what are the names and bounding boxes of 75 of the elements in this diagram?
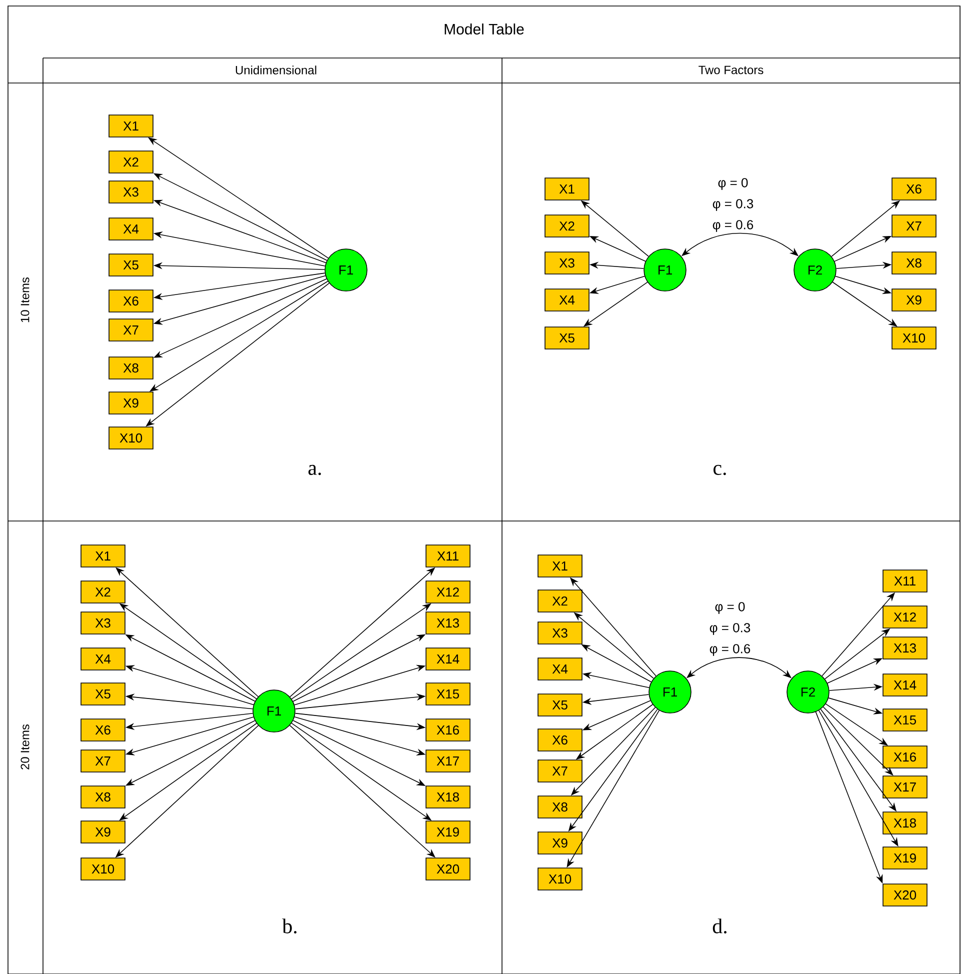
item-box: X19 [882, 846, 928, 870]
item-box: X13 [882, 636, 928, 660]
item-box: X3 [538, 622, 582, 644]
item-box: X9 [892, 288, 936, 312]
item-box: X7 [80, 750, 126, 772]
item-box: X2 [538, 590, 582, 612]
item-box: X16 [882, 746, 928, 768]
item-box: X15 [882, 708, 928, 732]
panel-label: a. [308, 464, 321, 476]
item-box: X12 [426, 580, 470, 604]
item-box: X2 [544, 214, 590, 238]
item-box: X13 [426, 612, 470, 634]
item-box: X8 [108, 356, 154, 380]
item-box: X9 [108, 392, 154, 414]
correlation-label: φ = 0.3 [712, 199, 754, 211]
item-box: X12 [882, 606, 928, 628]
item-box: X7 [538, 760, 582, 782]
item-box: X7 [108, 318, 154, 342]
correlation-label: φ = 0 [715, 602, 745, 614]
item-box: X5 [544, 326, 590, 350]
item-box: X4 [80, 648, 126, 670]
item-box: X3 [80, 612, 126, 634]
item-box: X2 [108, 150, 154, 174]
item-box: X8 [80, 786, 126, 808]
panel-label: b. [282, 918, 296, 934]
item-box: X20 [426, 858, 470, 880]
item-box: X3 [544, 252, 590, 274]
correlation-label: φ = 0 [718, 178, 748, 190]
item-box: X4 [544, 288, 590, 312]
panel-label: d. [712, 918, 726, 934]
item-box: X2 [80, 580, 126, 604]
item-box: X1 [108, 114, 154, 138]
item-box: X1 [538, 554, 582, 578]
item-box: X9 [80, 820, 126, 844]
correlation-label: φ = 0.3 [710, 623, 750, 635]
item-box: X8 [892, 252, 936, 274]
item-box: X5 [538, 694, 582, 716]
item-box: X10 [108, 426, 154, 450]
row-header: 10 Items [20, 277, 30, 322]
item-box: X8 [538, 796, 582, 818]
table-title: Model Table [444, 24, 524, 34]
correlation-label: φ = 0.6 [712, 220, 754, 232]
item-box: X19 [426, 820, 470, 844]
item-box: X16 [426, 718, 470, 742]
item-box: X17 [426, 750, 470, 772]
item-box: X10 [80, 858, 126, 880]
item-box: X4 [538, 658, 582, 680]
item-box: X6 [108, 290, 154, 312]
item-box: X6 [892, 178, 936, 200]
item-box: X4 [108, 218, 154, 240]
item-box: X18 [882, 812, 928, 834]
column-header: Unidimensional [236, 66, 316, 74]
item-box: X10 [892, 326, 936, 350]
item-box: X14 [426, 648, 470, 670]
item-box: X14 [882, 674, 928, 696]
item-box: X11 [426, 544, 470, 568]
item-box: X3 [108, 180, 154, 204]
item-box: X7 [892, 214, 936, 238]
row-header: 20 Items [20, 724, 30, 770]
panel-label: c. [714, 464, 726, 476]
item-box: X1 [80, 544, 126, 568]
item-box: X6 [80, 718, 126, 742]
item-box: X6 [538, 728, 582, 752]
item-box: X9 [538, 832, 582, 854]
column-header: Two Factors [698, 66, 764, 74]
item-box: X11 [882, 570, 928, 592]
item-box: X5 [108, 254, 154, 276]
item-box: X15 [426, 682, 470, 706]
item-box: X5 [80, 682, 126, 706]
correlation-label: φ = 0.6 [710, 644, 750, 656]
item-box: X17 [882, 776, 928, 798]
item-box: X20 [882, 884, 928, 906]
item-box: X10 [538, 868, 582, 890]
item-box: X1 [544, 178, 590, 200]
item-box: X18 [426, 786, 470, 808]
